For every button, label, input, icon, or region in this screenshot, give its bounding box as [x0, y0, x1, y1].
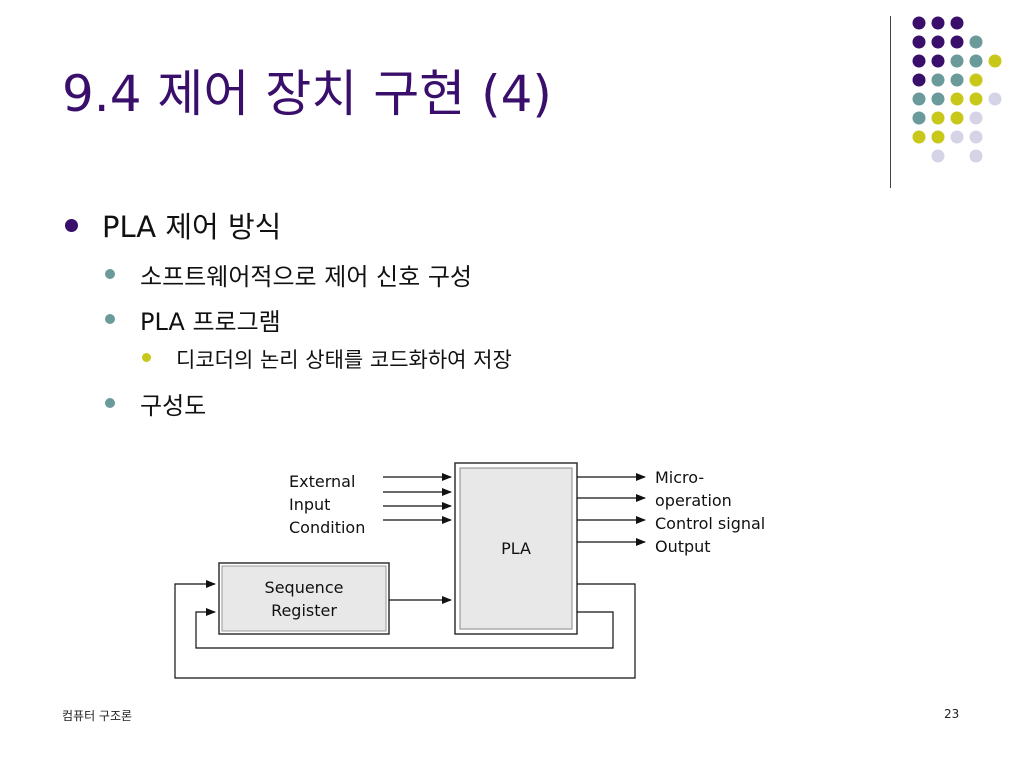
- title-divider-line: [890, 16, 891, 188]
- output-label-line2: operation: [655, 491, 732, 510]
- pla-label: PLA: [501, 539, 531, 558]
- dot: [988, 54, 1002, 68]
- output-label-line4: Output: [655, 537, 711, 556]
- dot-row-3: [912, 54, 1002, 68]
- dot: [950, 16, 964, 30]
- dot: [912, 54, 926, 68]
- dot: [950, 35, 964, 49]
- dot: [931, 73, 945, 87]
- dot: [950, 92, 964, 106]
- dot: [912, 130, 926, 144]
- footer-page-number: 23: [944, 707, 960, 721]
- dot: [969, 111, 983, 125]
- dot: [950, 130, 964, 144]
- slide-title: 9.4 제어 장치 구현 (4): [62, 65, 552, 123]
- pla-box-inner: [459, 467, 573, 630]
- dot: [931, 35, 945, 49]
- dot-row-4: [912, 73, 983, 87]
- dot: [931, 149, 945, 163]
- dot: [931, 92, 945, 106]
- bullet-marker-level3: [142, 353, 151, 362]
- input-label-line2: Input: [289, 495, 330, 514]
- dot: [912, 35, 926, 49]
- dot: [969, 73, 983, 87]
- bullet-marker-level2: [105, 269, 115, 279]
- dot: [969, 149, 983, 163]
- input-label-line3: Condition: [289, 518, 365, 537]
- register-label-line1: Sequence: [265, 578, 344, 597]
- bullet-level1: PLA 제어 방식: [102, 210, 282, 244]
- footer-course-name: 컴퓨터 구조론: [62, 709, 133, 723]
- bullet-level2-c: 구성도: [140, 392, 207, 420]
- dot: [931, 130, 945, 144]
- bullet-marker-level2: [105, 314, 115, 324]
- dot: [950, 73, 964, 87]
- bullet-marker-level2: [105, 398, 115, 408]
- dot: [931, 16, 945, 30]
- dot: [988, 92, 1002, 106]
- dot: [969, 54, 983, 68]
- dot: [912, 73, 926, 87]
- dot-row-2: [912, 35, 983, 49]
- dot: [912, 92, 926, 106]
- dot: [931, 111, 945, 125]
- dot: [950, 111, 964, 125]
- dot-row-1: [912, 16, 964, 30]
- dot: [969, 92, 983, 106]
- register-label-line2: Register: [271, 601, 337, 620]
- dot: [931, 54, 945, 68]
- dot: [912, 16, 926, 30]
- output-label-line3: Control signal: [655, 514, 765, 533]
- dot: [950, 54, 964, 68]
- output-label-line1: Micro-: [655, 468, 704, 487]
- dot-row-6: [912, 111, 983, 125]
- feedback-loop-inner: [195, 608, 614, 649]
- feedback-loop-outer: [174, 580, 636, 679]
- sequence-register-box-inner: [221, 565, 387, 632]
- dot-row-5: [912, 92, 1002, 106]
- dot: [912, 111, 926, 125]
- bullet-level2-b: PLA 프로그램: [140, 308, 281, 336]
- bullet-level3: 디코더의 논리 상태를 코드화하여 저장: [176, 348, 512, 372]
- bullet-marker-level1: [65, 219, 78, 232]
- bullet-level2-a: 소프트웨어적으로 제어 신호 구성: [140, 263, 473, 291]
- decorative-dot-grid: [912, 16, 1002, 163]
- input-label-line1: External: [289, 472, 355, 491]
- dot: [969, 130, 983, 144]
- dot-row-8: [931, 149, 983, 163]
- dot-row-7: [912, 130, 983, 144]
- dot: [969, 35, 983, 49]
